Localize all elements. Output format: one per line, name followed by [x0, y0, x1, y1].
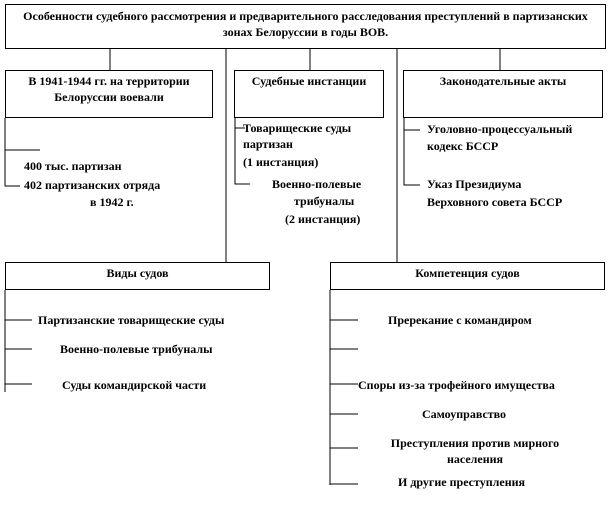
- partisans-item-2-line-2: в 1942 г.: [90, 195, 134, 209]
- instances-item-2-line-1: Военно-полевые: [272, 177, 362, 191]
- court-types-item-3: Суды командирской части: [62, 378, 207, 392]
- competence-item-2: Споры из-за трофейного имущества: [358, 378, 555, 392]
- court-types-heading: Виды судов: [106, 266, 169, 280]
- instances-item-2-line-3: (2 инстанция): [285, 212, 361, 226]
- bracket-partisans-1: [4, 118, 40, 151]
- instances-item-1-line-2: партизан: [243, 137, 293, 151]
- competence-item-4: Преступления против мирного населения: [390, 436, 560, 466]
- acts-item-2-line-1: Указ Президиума: [427, 177, 522, 191]
- partisans-item-2-line-1: 402 партизанских отряда: [24, 178, 161, 192]
- bracket-acts-2: [403, 130, 420, 186]
- competence-item-1: Пререкание с командиром: [388, 313, 532, 327]
- bracket-partisans-2: [4, 150, 20, 187]
- competence-heading: Компетенция судов: [415, 266, 520, 280]
- acts-item-1-line-2: кодекс БССР: [427, 139, 499, 153]
- instances-item-1-line-1: Товарищеские суды: [243, 121, 352, 135]
- competence-item-3: Самоуправство: [422, 407, 507, 421]
- court-types-item-1: Партизанские товарищеские суды: [38, 313, 225, 327]
- court-types-item-2: Военно-полевые трибуналы: [60, 342, 213, 356]
- instances-item-2-line-2: трибуналы: [294, 194, 355, 208]
- partisans-box: В 1941-1944 гг. на территории Белоруссии…: [5, 70, 213, 118]
- acts-heading: Законодательные акты: [439, 74, 567, 88]
- title-box: Особенности судебного рассмотрения и пре…: [5, 4, 606, 49]
- acts-item-1-line-1: Уголовно-процессуальный: [427, 122, 573, 136]
- competence-item-5: И другие преступления: [398, 475, 526, 489]
- bracket-instances-2: [234, 128, 250, 185]
- acts-item-2-line-2: Верховного совета БССР: [427, 195, 563, 209]
- partisans-heading: В 1941-1944 гг. на территории Белоруссии…: [28, 74, 190, 104]
- title-text: Особенности судебного рассмотрения и пре…: [23, 9, 588, 39]
- instances-box: Судебные инстанции: [234, 70, 384, 118]
- acts-box: Законодательные акты: [403, 70, 603, 118]
- instances-heading: Судебные инстанции: [251, 74, 367, 88]
- court-types-box: Виды судов: [5, 262, 270, 290]
- competence-box: Компетенция судов: [330, 262, 605, 290]
- instances-item-1-line-3: (1 инстанция): [243, 155, 319, 169]
- bracket-acts-1: [403, 118, 420, 131]
- partisans-item-1: 400 тыс. партизан: [24, 159, 122, 173]
